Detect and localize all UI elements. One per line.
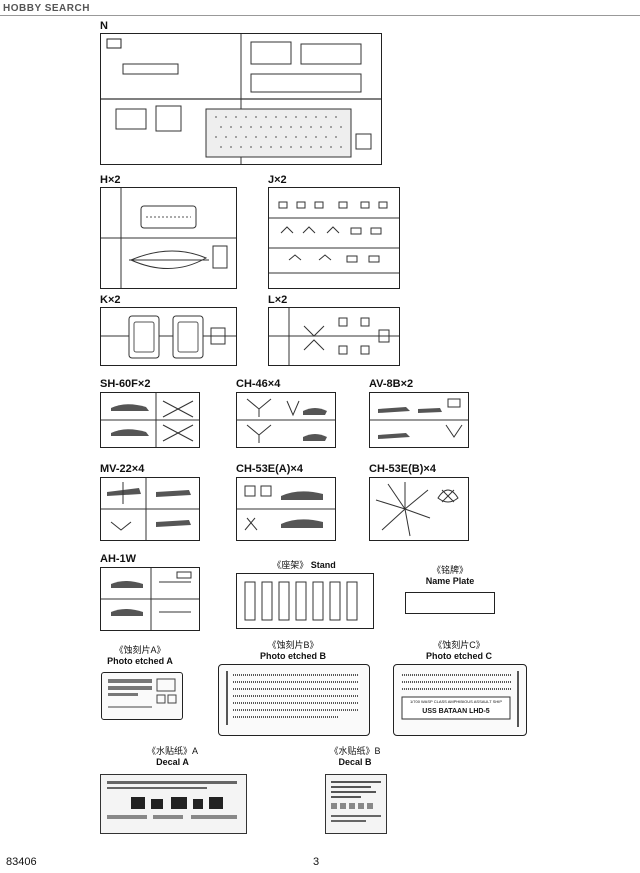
sprue-ch46-drawing bbox=[237, 398, 335, 443]
sprue-mv22-drawing bbox=[101, 478, 199, 540]
stand-sprue bbox=[236, 573, 374, 629]
sprue-h-drawing bbox=[101, 188, 236, 288]
sprue-j-drawing bbox=[269, 201, 399, 274]
etched-b-sheet bbox=[218, 664, 370, 736]
sprue-ah1w-drawing bbox=[101, 568, 199, 630]
sprue-l bbox=[268, 307, 400, 366]
etched-a-cn: 《蚀刻片A》 bbox=[114, 645, 166, 655]
etched-c-plate-line1: 1/700 WASP CLASS AMPHIBIOUS ASSAULT SHIP bbox=[409, 699, 503, 704]
etched-c-en: Photo etched C bbox=[425, 651, 492, 661]
etched-c-sheet: 1/700 WASP CLASS AMPHIBIOUS ASSAULT SHIP… bbox=[393, 664, 527, 736]
av8b-label: AV-8B×2 bbox=[369, 378, 414, 390]
sprue-n-label: N bbox=[100, 20, 108, 32]
decal-b-sheet bbox=[325, 774, 387, 834]
etched-a-drawing bbox=[108, 678, 177, 708]
ch46-label: CH-46×4 bbox=[236, 378, 281, 390]
top-divider bbox=[0, 15, 640, 16]
etched-b-drawing bbox=[226, 671, 359, 725]
sprue-av8b-drawing bbox=[370, 398, 468, 439]
sprue-ch53ea-drawing bbox=[237, 485, 335, 531]
etched-a-en: Photo etched A bbox=[107, 656, 173, 666]
ch53ea-label: CH-53E(A)×4 bbox=[236, 463, 303, 475]
etched-b-en: Photo etched B bbox=[259, 651, 326, 661]
sprue-j bbox=[268, 187, 400, 289]
decal-a-cn: 《水贴纸》A bbox=[146, 746, 198, 756]
sprue-ch53eb-drawing bbox=[375, 482, 459, 537]
etched-c-caption: 《蚀刻片C》 Photo etched C bbox=[393, 640, 525, 662]
decal-a-caption: 《水贴纸》A Decal A bbox=[100, 746, 245, 768]
etched-c-plate-line2: USS BATAAN LHD-5 bbox=[422, 708, 490, 715]
sprue-sh60f bbox=[100, 392, 200, 448]
etched-b-cn: 《蚀刻片B》 bbox=[267, 640, 319, 650]
sh60f-label: SH-60F×2 bbox=[100, 378, 151, 390]
decal-b-caption: 《水贴纸》B Decal B bbox=[325, 746, 385, 768]
etched-a-caption: 《蚀刻片A》 Photo etched A bbox=[100, 645, 180, 667]
sprue-n bbox=[100, 33, 382, 165]
ch53eb-label: CH-53E(B)×4 bbox=[369, 463, 436, 475]
sprue-sh60f-drawing bbox=[101, 393, 199, 447]
sprue-av8b bbox=[369, 392, 469, 448]
sprue-ch53eb bbox=[369, 477, 469, 541]
sprue-h-label: H×2 bbox=[100, 174, 121, 186]
mv22-label: MV-22×4 bbox=[100, 463, 145, 475]
sprue-ah1w bbox=[100, 567, 200, 631]
page-number: 3 bbox=[313, 856, 320, 868]
sprue-h bbox=[100, 187, 237, 289]
nameplate-cn: 《铭牌》 bbox=[431, 565, 468, 575]
sprue-mv22 bbox=[100, 477, 200, 541]
sprue-k-label: K×2 bbox=[100, 294, 121, 306]
sprue-l-label: L×2 bbox=[268, 294, 288, 306]
ah1w-label: AH-1W bbox=[100, 553, 137, 565]
sprue-k-drawing bbox=[101, 315, 236, 359]
decal-b-cn: 《水贴纸》B bbox=[329, 746, 381, 756]
etched-a-sheet bbox=[101, 672, 183, 720]
decal-b-drawing bbox=[331, 781, 381, 822]
decal-a-sheet bbox=[100, 774, 247, 834]
sprue-l-drawing bbox=[269, 308, 399, 365]
etched-b-caption: 《蚀刻片B》 Photo etched B bbox=[218, 640, 368, 662]
sprue-k bbox=[100, 307, 237, 366]
sprue-n-drawing bbox=[101, 34, 381, 164]
sprue-ch53ea bbox=[236, 477, 336, 541]
etched-c-cn: 《蚀刻片C》 bbox=[433, 640, 485, 650]
stand-en: Stand bbox=[310, 560, 336, 570]
etched-c-drawing bbox=[401, 671, 519, 727]
stand-caption: 《座架》 Stand bbox=[236, 560, 372, 571]
watermark-logo: HOBBY SEARCH bbox=[3, 3, 90, 14]
decal-a-en: Decal A bbox=[156, 757, 189, 767]
decal-a-drawing bbox=[107, 781, 237, 819]
decal-b-en: Decal B bbox=[338, 757, 372, 767]
product-code: 83406 bbox=[6, 856, 37, 868]
stand-drawing bbox=[244, 581, 358, 621]
stand-cn: 《座架》 bbox=[272, 560, 309, 570]
sprue-ch46 bbox=[236, 392, 336, 448]
sprue-j-label: J×2 bbox=[268, 174, 287, 186]
nameplate-en: Name Plate bbox=[425, 576, 475, 586]
nameplate-caption: 《铭牌》 Name Plate bbox=[405, 565, 495, 587]
nameplate-box bbox=[405, 592, 495, 614]
